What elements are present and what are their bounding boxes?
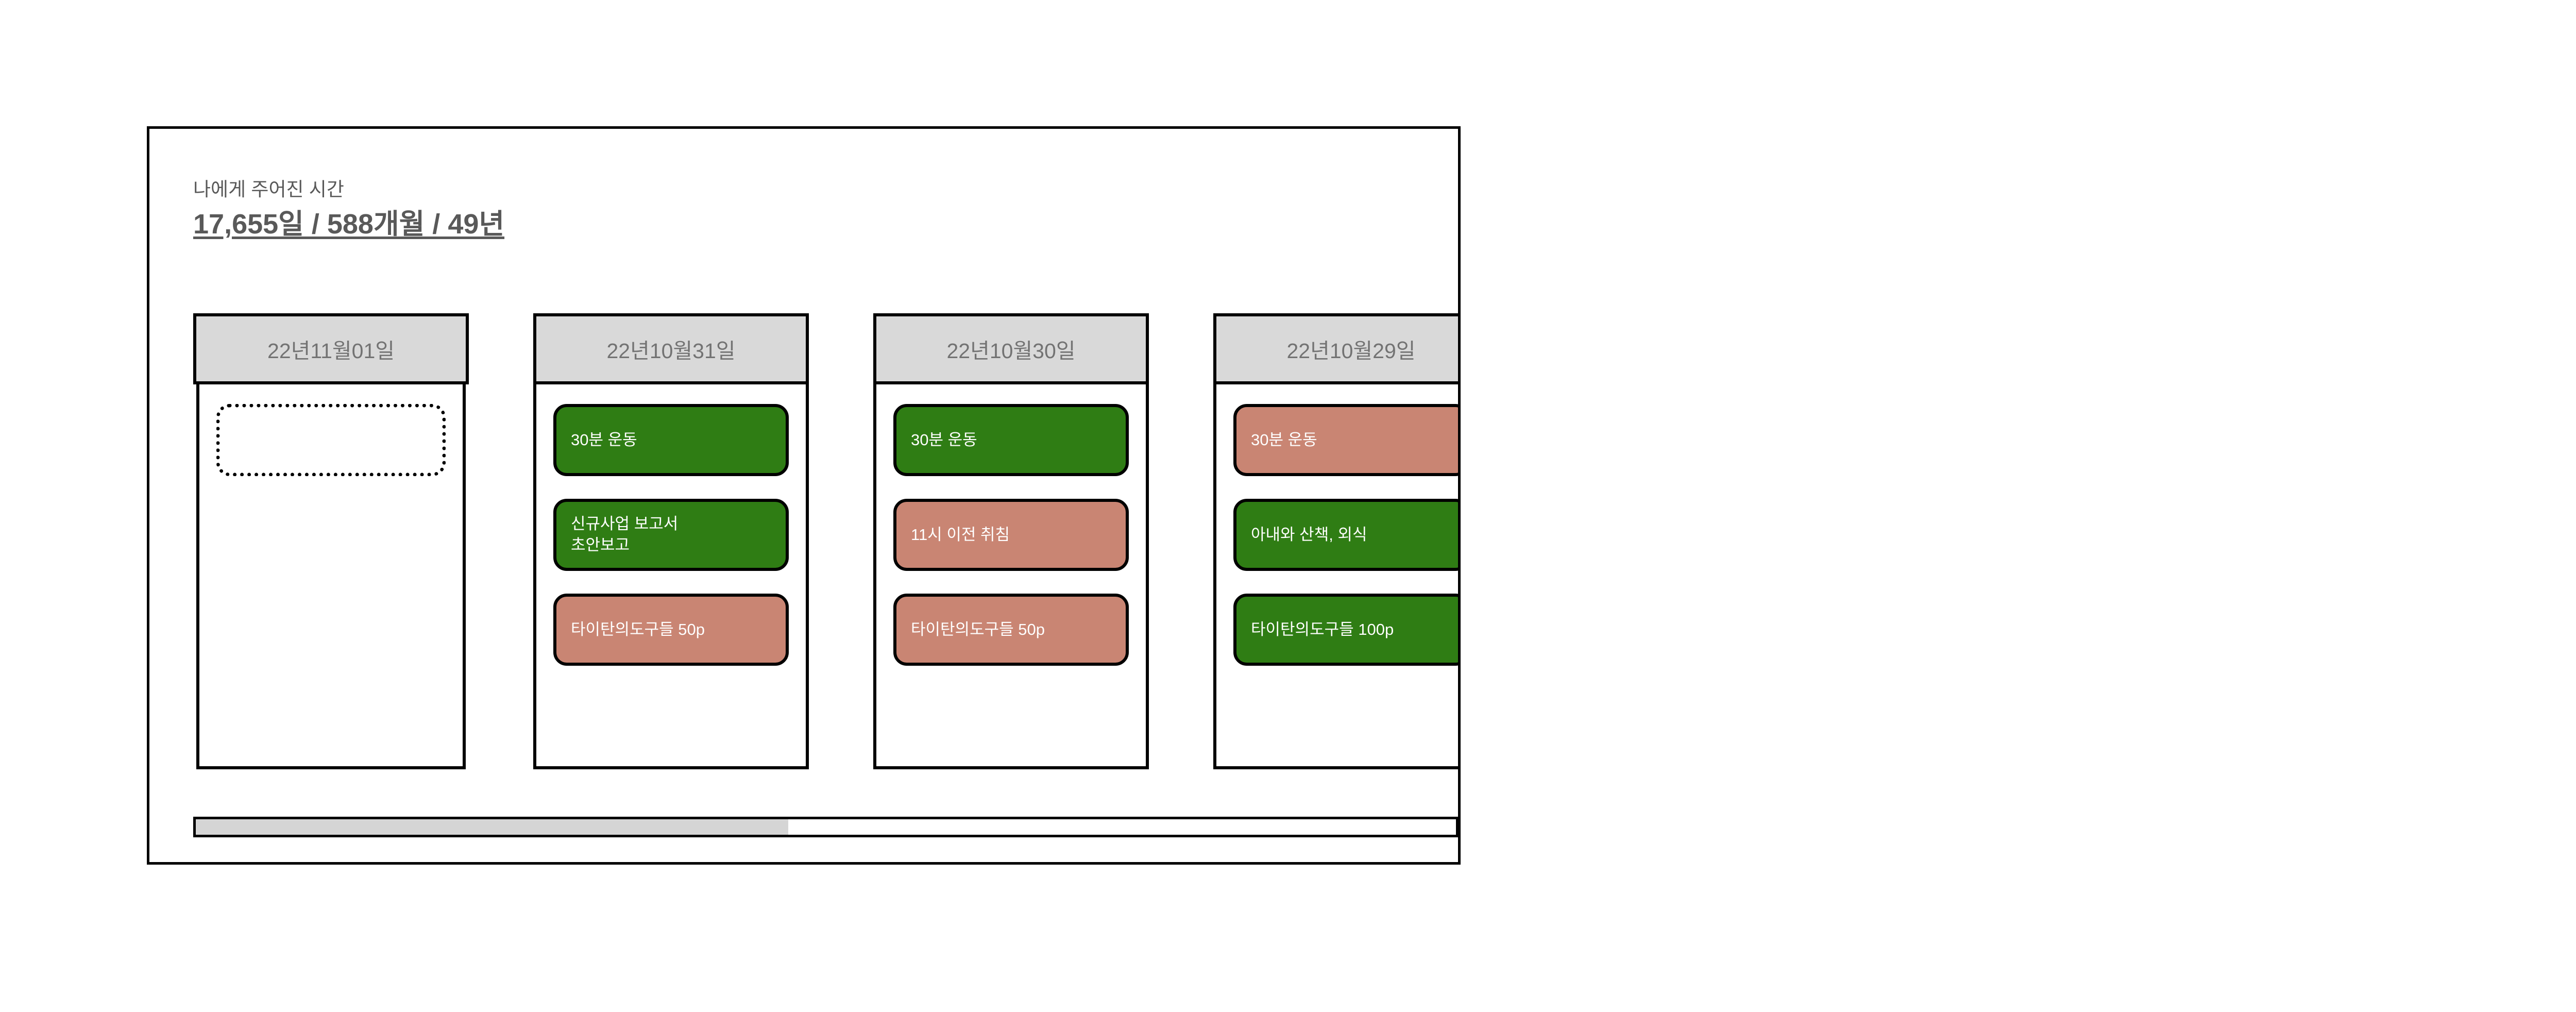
app-window: 나에게 주어진 시간 17,655일 / 588개월 / 49년 22년11월0… xyxy=(147,126,1461,865)
task-card[interactable]: 아내와 산책, 외식 xyxy=(1233,499,1458,571)
task-card-label: 30분 운동 xyxy=(1251,430,1317,449)
day-column-header[interactable]: 22년10월29일 xyxy=(1213,313,1458,384)
day-column-body xyxy=(196,384,466,769)
task-card-label: 타이탄의도구들 50p xyxy=(911,620,1045,638)
task-card-label: 타이탄의도구들 100p xyxy=(1251,620,1394,638)
task-card[interactable]: 30분 운동 xyxy=(893,404,1129,476)
page-title: 17,655일 / 588개월 / 49년 xyxy=(193,209,505,240)
day-date-label: 22년10월29일 xyxy=(1286,339,1416,363)
task-card-label: 11시 이전 취침 xyxy=(911,525,1010,544)
day-column-header[interactable]: 22년10월31일 xyxy=(533,313,809,384)
horizontal-scrollbar-thumb[interactable] xyxy=(196,819,788,835)
horizontal-scrollbar-track[interactable] xyxy=(193,817,1458,837)
task-card-label: 아내와 산책, 외식 xyxy=(1251,525,1367,544)
day-column: 22년11월01일 xyxy=(193,313,469,769)
task-card-label: 30분 운동 xyxy=(911,430,977,449)
day-date-label: 22년10월30일 xyxy=(946,339,1076,363)
task-card[interactable]: 타이탄의도구들 50p xyxy=(893,594,1129,666)
task-card[interactable]: 30분 운동 xyxy=(1233,404,1458,476)
task-card[interactable]: 30분 운동 xyxy=(553,404,789,476)
task-card[interactable]: 11시 이전 취침 xyxy=(893,499,1129,571)
task-card-label-line2: 초안보고 xyxy=(571,536,630,554)
day-date-label: 22년11월01일 xyxy=(267,339,395,363)
day-date-label: 22년10월31일 xyxy=(606,339,736,363)
day-column-header[interactable]: 22년10월30일 xyxy=(873,313,1149,384)
task-card-label: 타이탄의도구들 50p xyxy=(571,620,705,638)
day-column-header[interactable]: 22년11월01일 xyxy=(193,313,469,384)
header-block: 나에게 주어진 시간 17,655일 / 588개월 / 49년 xyxy=(193,178,1224,241)
task-card[interactable]: 타이탄의도구들 50p xyxy=(553,594,789,666)
task-card[interactable]: 타이탄의도구들 100p xyxy=(1233,594,1458,666)
task-card-label: 30분 운동 xyxy=(571,430,637,449)
task-drop-placeholder[interactable] xyxy=(216,404,446,476)
page-subtitle: 나에게 주어진 시간 xyxy=(193,179,344,200)
